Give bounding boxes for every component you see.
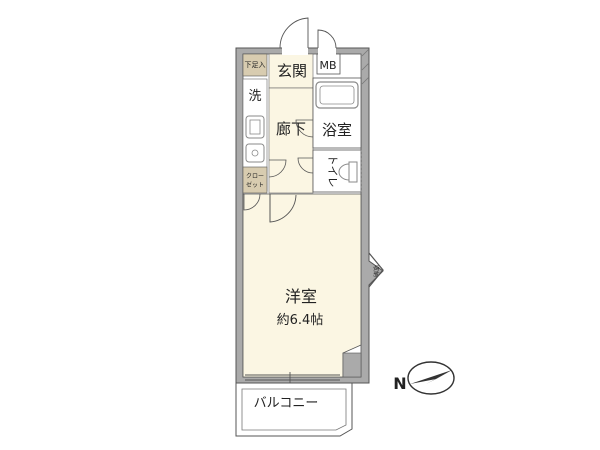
balcony-rail — [241, 388, 347, 431]
wash-basin — [245, 143, 265, 163]
western-room-floor — [242, 193, 362, 378]
balcony — [235, 382, 353, 437]
compass-needle — [410, 370, 452, 384]
compass-needle-tail — [426, 370, 452, 384]
mb-door — [317, 29, 337, 49]
bathtub — [315, 81, 359, 109]
western-room-size: 約6.4帖 — [277, 313, 324, 328]
compass: N — [393, 361, 455, 395]
wall-hatching — [361, 48, 370, 85]
toilet-tank — [348, 161, 358, 183]
closet-door — [243, 193, 261, 211]
balcony-window — [245, 372, 340, 383]
room-door — [269, 194, 297, 223]
entrance-door — [279, 17, 309, 49]
entrance-door-gap — [282, 46, 308, 55]
bay-window — [368, 252, 384, 288]
shoe-storage-label: 下足入 — [245, 61, 266, 69]
toilet-door — [297, 157, 314, 174]
bathtub-inner — [319, 85, 355, 105]
washing-machine-pan — [245, 115, 265, 139]
balcony-label: バルコニー — [254, 396, 319, 411]
meter-box-label: MB — [319, 59, 336, 72]
bathroom-label: 浴室 — [322, 121, 352, 139]
compass-ring — [407, 361, 455, 395]
toilet-label: トイレ — [326, 155, 339, 188]
closet — [242, 166, 268, 194]
bathroom-door — [295, 119, 314, 138]
mb-door-gap — [318, 46, 336, 55]
washroom-label: 洗 — [248, 89, 261, 104]
basin-drain — [251, 149, 259, 157]
closet-label-line1: クロー — [246, 173, 264, 180]
compass-north-label: N — [393, 374, 406, 393]
corridor-floor — [268, 87, 314, 194]
bay-storage-label: 収納 — [372, 265, 380, 277]
toilet-bowl — [338, 163, 350, 181]
western-room-label: 洋室 — [285, 287, 317, 306]
closet-label-line2: ゼット — [246, 181, 264, 189]
washroom-door — [268, 159, 287, 178]
corridor-label: 廊下 — [276, 120, 306, 138]
entrance-label: 玄関 — [277, 62, 307, 80]
room-wall-step — [342, 352, 362, 378]
washing-machine-inner — [249, 119, 261, 135]
shoe-storage — [242, 53, 268, 77]
